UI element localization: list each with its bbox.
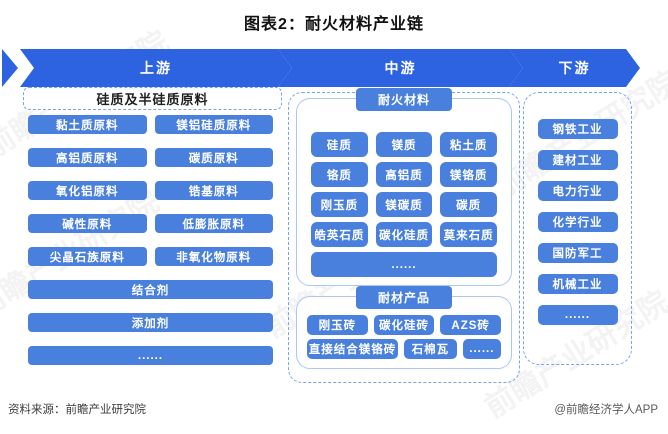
chain-box: 黏土质原料 xyxy=(28,115,147,134)
box-row: 碱性原料低膨胀原料 xyxy=(28,214,273,233)
chain-box: 莫来石质 xyxy=(440,222,498,247)
chain-box: 直接结合镁铬砖 xyxy=(307,339,398,359)
chain-box: 镁铬质 xyxy=(440,162,498,187)
banner-tail-chevron xyxy=(2,49,18,87)
chain-box: 硅质 xyxy=(311,132,368,157)
upstream-header-box: 硅质及半硅质原料 xyxy=(23,87,282,110)
downstream-container: 钢铁工业建材工业电力行业化学行业国防军工机械工业...... xyxy=(523,92,632,365)
box-row: 刚玉质镁碳质碳质 xyxy=(311,192,498,217)
chain-box: 碳质 xyxy=(440,192,498,217)
chain-box: 非氧化物原料 xyxy=(154,247,273,266)
chain-box: 镁质 xyxy=(375,132,433,157)
chain-box: 镁碳质 xyxy=(375,192,433,217)
chain-box: 高铝质 xyxy=(375,162,433,187)
box-row: 结合剂 xyxy=(28,280,273,299)
chain-box: 机械工业 xyxy=(537,274,618,294)
chain-box: 添加剂 xyxy=(28,313,273,332)
chain-box: 镁铝硅质原料 xyxy=(154,115,273,134)
box-row: 直接结合镁铬砖石棉瓦...... xyxy=(307,339,501,359)
banner-upstream: 上游 xyxy=(20,49,292,87)
box-row: 添加剂 xyxy=(28,313,273,332)
chain-box: ...... xyxy=(537,305,618,325)
chart-title: 图表2：耐火材料产业链 xyxy=(244,16,424,33)
refractory-materials-group: 耐火材料 硅质镁质粘土质铬质高铝质镁铬质刚玉质镁碳质碳质皓英石质碳化硅质莫来石质… xyxy=(296,88,512,286)
chain-box: 碱性原料 xyxy=(28,214,147,233)
chain-box: 氧化铝原料 xyxy=(28,181,147,200)
box-row: ...... xyxy=(28,346,273,365)
upstream-box-list: 黏土质原料镁铝硅质原料高铝质原料碳质原料氧化铝原料锆基原料碱性原料低膨胀原料尖晶… xyxy=(28,115,273,365)
chain-box: ...... xyxy=(311,252,497,277)
chain-box: 尖晶石族原料 xyxy=(28,247,147,266)
chain-box: 碳化硅砖 xyxy=(373,315,435,335)
chain-box: 粘土质 xyxy=(440,132,498,157)
chain-box: AZS砖 xyxy=(440,315,502,335)
box-row: 氧化铝原料锆基原料 xyxy=(28,181,273,200)
source-note: 资料来源：前瞻产业研究院 xyxy=(8,404,146,416)
box-row: 黏土质原料镁铝硅质原料 xyxy=(28,115,273,134)
materials-header-box: 耐火材料 xyxy=(356,88,452,111)
box-row: 尖晶石族原料非氧化物原料 xyxy=(28,247,273,266)
chain-box: ...... xyxy=(28,346,273,365)
chain-box: 碳化硅质 xyxy=(375,222,433,247)
box-row: 硅质镁质粘土质 xyxy=(311,132,498,157)
chain-box: 低膨胀原料 xyxy=(154,214,273,233)
box-row: 皓英石质碳化硅质莫来石质 xyxy=(311,222,498,247)
chain-box: ...... xyxy=(462,339,501,359)
credit-note: @前瞻经济学人APP xyxy=(554,404,658,416)
chain-box: 锆基原料 xyxy=(154,181,273,200)
chain-box: 化学行业 xyxy=(537,212,618,232)
banner-downstream: 下游 xyxy=(509,49,640,87)
banner-midstream: 中游 xyxy=(278,49,523,87)
box-row: 高铝质原料碳质原料 xyxy=(28,148,273,167)
chain-box: 电力行业 xyxy=(537,181,618,201)
chain-box: 碳质原料 xyxy=(154,148,273,167)
chain-box: 钢铁工业 xyxy=(537,119,618,139)
chain-box: 建材工业 xyxy=(537,150,618,170)
box-row: 铬质高铝质镁铬质 xyxy=(311,162,498,187)
products-header-box: 耐材产品 xyxy=(356,286,452,309)
chain-box: 铬质 xyxy=(311,162,368,187)
materials-box-list: 硅质镁质粘土质铬质高铝质镁铬质刚玉质镁碳质碳质皓英石质碳化硅质莫来石质.....… xyxy=(311,132,498,277)
chain-box: 刚玉质 xyxy=(311,192,368,217)
chain-box: 高铝质原料 xyxy=(28,148,147,167)
chain-box: 结合剂 xyxy=(28,280,273,299)
chain-box: 国防军工 xyxy=(537,243,618,263)
chain-box: 刚玉砖 xyxy=(307,315,368,335)
chain-box: 皓英石质 xyxy=(311,222,368,247)
chain-box: 石棉瓦 xyxy=(404,339,457,359)
box-row: ...... xyxy=(311,252,497,277)
midstream-container: 耐火材料 硅质镁质粘土质铬质高铝质镁铬质刚玉质镁碳质碳质皓英石质碳化硅质莫来石质… xyxy=(288,88,520,383)
